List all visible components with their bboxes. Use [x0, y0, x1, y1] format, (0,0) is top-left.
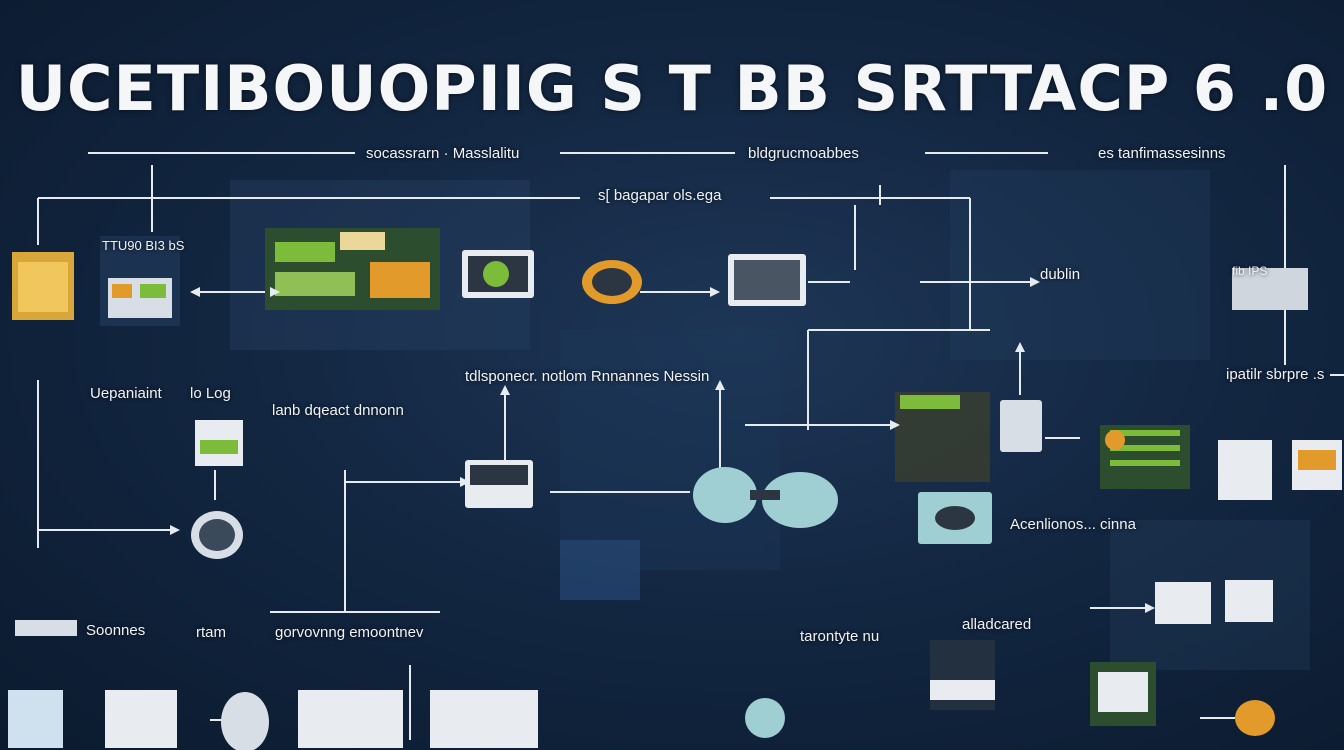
globe-node	[191, 511, 243, 559]
document-node	[195, 420, 243, 466]
card-node-bottom-right	[1155, 580, 1273, 624]
label-bottom-a: Soonnes	[86, 622, 146, 639]
vr-glasses-node	[693, 467, 838, 528]
label-block-a: TTU90 BI3 bS	[102, 238, 185, 253]
camera-node	[582, 260, 642, 304]
computer-node-top-left	[12, 252, 74, 320]
label-dublin: dublin	[1040, 266, 1081, 283]
label-center-a: tdlsponecr. notlom Rnnannes Nessin	[465, 368, 710, 385]
label-fy-right: fib IPS	[1232, 264, 1268, 278]
label-top-c: es tanfimassesinns	[1098, 145, 1226, 162]
label-top-b: bldgrucmoabbes	[748, 145, 859, 162]
report-node	[1090, 662, 1156, 726]
arrow-heads	[170, 277, 1155, 613]
screen-node-teal	[918, 492, 992, 544]
label-left-a: Uepaniaint	[90, 385, 162, 402]
tablet-node	[728, 254, 806, 306]
laptop-node	[465, 460, 533, 508]
green-panel-node	[1100, 425, 1190, 489]
server-rack-node	[265, 228, 440, 310]
dashboard-node	[100, 236, 180, 326]
label-top-a: socassrarn · Masslalitu	[366, 145, 520, 162]
label-right-a: ipatilr sbrpre .s	[1226, 366, 1325, 383]
chart-node-right	[1232, 268, 1308, 310]
label-bottom-c: gorvovnng emoontnev	[275, 624, 424, 641]
label-bottom-e: alladcared	[962, 616, 1032, 633]
label-right-b: Acenlionos... cinna	[1010, 516, 1136, 533]
label-bottom-d: tarontyte nu	[800, 628, 880, 645]
printer-node	[930, 640, 995, 710]
form-node-right	[1218, 440, 1342, 500]
label-left-c: lanb dqeact dnnonn	[272, 402, 404, 419]
diagram-title: UCETIBOUOPIIG S T BB SRTTACP 6 .0	[15, 52, 1329, 125]
monitor-node-1	[462, 250, 534, 298]
server-node-mid-right	[895, 392, 1042, 482]
label-mid-top: s[ bagapar ols.ega	[598, 187, 722, 204]
label-left-b: lo Log	[190, 385, 231, 402]
connector-lines	[37, 152, 1344, 740]
bottom-row-nodes	[8, 620, 1275, 750]
label-bottom-b: rtam	[196, 624, 226, 641]
